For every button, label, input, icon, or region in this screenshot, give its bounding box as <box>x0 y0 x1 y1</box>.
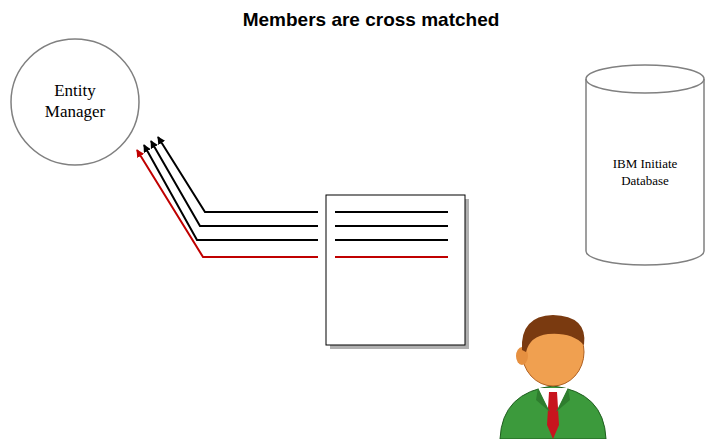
person-icon <box>500 315 606 439</box>
node-label: IBM Initiate Database <box>597 155 693 189</box>
record-line <box>335 256 448 258</box>
document-icon <box>326 195 465 345</box>
flow-line <box>137 150 318 257</box>
flow-line <box>144 145 318 240</box>
record-line <box>335 211 448 213</box>
node-label: Entity Manager <box>30 80 120 122</box>
entity-circle: Entity Manager <box>10 38 140 166</box>
database-cylinder: IBM Initiate Database <box>585 65 705 265</box>
flow-line <box>158 137 318 212</box>
title: Members are cross matched <box>221 8 521 32</box>
record-line <box>335 225 448 227</box>
record-line <box>335 239 448 241</box>
